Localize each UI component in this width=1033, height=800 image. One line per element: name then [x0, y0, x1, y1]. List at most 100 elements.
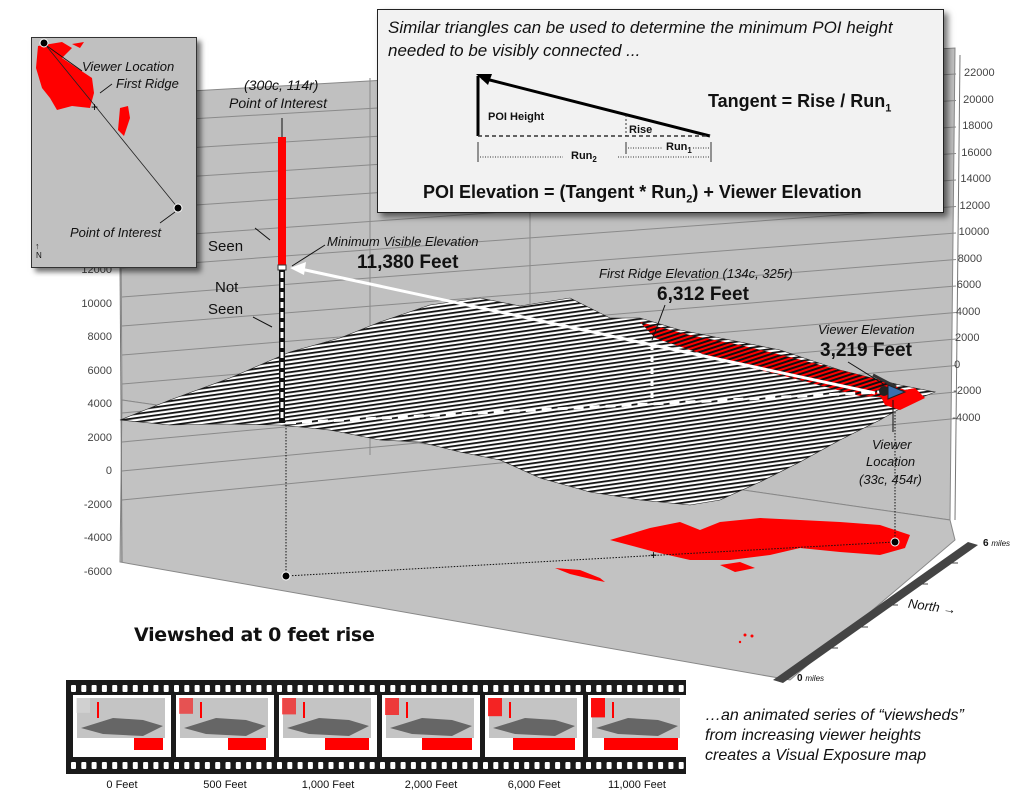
film-sprocket-hole	[503, 762, 509, 769]
tangent-formula: Tangent = Rise / Run1	[708, 91, 892, 115]
poi-elevation-formula: POI Elevation = (Tangent * Run2) + Viewe…	[423, 182, 862, 206]
poi-pole-seen	[278, 137, 286, 265]
inset-first-ridge: First Ridge	[116, 76, 179, 91]
film-frame-caption: 0 Feet	[106, 779, 138, 791]
triangle-diagram	[476, 74, 712, 162]
film-sprocket-hole	[544, 685, 550, 692]
right-axis-tick-label: 0	[954, 358, 961, 371]
closing-line-3: creates a Visual Exposure map	[705, 747, 927, 764]
film-sprocket-hole	[647, 762, 653, 769]
film-frame-caption: 2,000 Feet	[404, 779, 458, 791]
film-sprocket-hole	[410, 685, 416, 692]
min-visible-leader	[291, 244, 326, 267]
film-sprocket-hole	[235, 762, 241, 769]
viewer-location-coords: (33c, 454r)	[859, 472, 922, 487]
inset-map-graphic: +	[36, 38, 183, 224]
closing-text: …an animated series of “viewsheds” from …	[705, 706, 964, 766]
film-sprocket-hole	[483, 762, 488, 769]
film-sprocket-hole	[555, 762, 561, 769]
film-sprocket-hole	[534, 685, 540, 692]
film-sprocket-hole	[349, 762, 355, 769]
film-sprocket-hole	[668, 762, 674, 769]
north-label: N	[36, 251, 42, 260]
film-sprocket-hole	[524, 762, 530, 769]
sightline-arrowhead	[290, 262, 306, 275]
left-axis-tick-label: -4000	[83, 532, 112, 544]
film-frame-caption: 500 Feet	[203, 779, 247, 791]
closing-line-1: …an animated series of “viewsheds”	[705, 707, 964, 724]
film-sprocket-hole	[678, 685, 684, 692]
viewer-location-label-1: Viewer	[872, 437, 912, 452]
film-sprocket-hole	[544, 762, 550, 769]
film-sprocket-hole	[390, 762, 396, 769]
ridge-floor-marker: +	[650, 548, 657, 562]
film-sprocket-hole	[328, 762, 334, 769]
viewer-elevation-value: 3,219 Feet	[820, 340, 912, 361]
right-axis-tick-label: 8000	[957, 252, 983, 265]
viewshed-title: Viewshed at 0 feet rise	[134, 624, 375, 646]
film-frame	[485, 695, 583, 757]
film-sprocket-hole	[256, 762, 262, 769]
svg-text:+: +	[91, 100, 98, 114]
run1-label: Run1	[666, 141, 692, 156]
film-sprocket-hole	[112, 685, 118, 692]
north-arrow-icon: ↑	[35, 241, 40, 251]
film-sprocket-hole	[277, 762, 282, 769]
film-sprocket-hole	[184, 685, 190, 692]
film-sprocket-hole	[586, 762, 591, 769]
film-sprocket-hole	[565, 762, 571, 769]
film-frame-caption: 1,000 Feet	[301, 779, 355, 791]
film-sprocket-hole	[658, 685, 664, 692]
left-axis-tick-label: 2000	[87, 431, 112, 444]
film-sprocket-hole	[513, 762, 519, 769]
left-axis-tick-label: -6000	[83, 565, 112, 578]
right-axis-tick-label: 10000	[958, 226, 990, 238]
right-axis-tick-label: 20000	[963, 93, 994, 106]
callout-intro: Similar triangles can be used to determi…	[388, 18, 893, 60]
film-sprocket-hole	[493, 685, 499, 692]
film-frame	[73, 695, 171, 757]
film-sprocket-hole	[441, 685, 447, 692]
film-sprocket-hole	[616, 762, 622, 769]
inset-viewer-location: Viewer Location	[82, 59, 175, 74]
film-sprocket-hole	[112, 762, 118, 769]
film-sprocket-hole	[410, 762, 416, 769]
poi-pole-min-marker	[277, 264, 287, 271]
film-sprocket-hole	[246, 762, 252, 769]
film-sprocket-hole	[400, 685, 406, 692]
film-sprocket-hole	[647, 685, 653, 692]
film-sprocket-hole	[637, 685, 643, 692]
film-sprocket-hole	[493, 762, 499, 769]
film-sprocket-hole	[91, 762, 97, 769]
left-axis-tick-label: 8000	[87, 331, 112, 343]
film-sprocket-hole	[71, 685, 76, 692]
film-sprocket-hole	[287, 685, 293, 692]
film-sprocket-hole	[277, 685, 282, 692]
film-sprocket-hole	[297, 685, 303, 692]
right-axis-tick-label: -4000	[952, 411, 981, 424]
film-frame	[588, 695, 686, 757]
rise-label: Rise	[629, 124, 653, 136]
viewer-elevation-label: Viewer Elevation	[818, 322, 915, 337]
film-sprocket-hole	[637, 762, 643, 769]
film-sprocket-hole	[328, 685, 334, 692]
ridge-label: First Ridge Elevation (134c, 325r)	[599, 266, 793, 281]
north-scale-bar	[773, 542, 978, 683]
viewer-elev-leader	[847, 361, 886, 386]
left-axis-tick-label: 0	[105, 465, 112, 477]
right-axis-tick-label: 14000	[960, 173, 991, 185]
ridge-value: 6,312 Feet	[657, 284, 749, 305]
viewer-floor-marker	[890, 537, 900, 547]
film-sprocket-hole	[297, 762, 303, 769]
wall-gridline	[121, 206, 957, 269]
poi-coords: (300c, 114r)	[244, 77, 319, 93]
film-sprocket-hole	[225, 685, 231, 692]
film-sprocket-hole	[287, 762, 293, 769]
film-sprocket-hole	[246, 685, 252, 692]
wall-gridline	[121, 232, 957, 298]
film-sprocket-hole	[668, 685, 674, 692]
film-sprocket-hole	[204, 762, 210, 769]
film-frame	[382, 695, 480, 757]
film-sprocket-hole	[318, 685, 324, 692]
film-sprocket-hole	[441, 762, 447, 769]
